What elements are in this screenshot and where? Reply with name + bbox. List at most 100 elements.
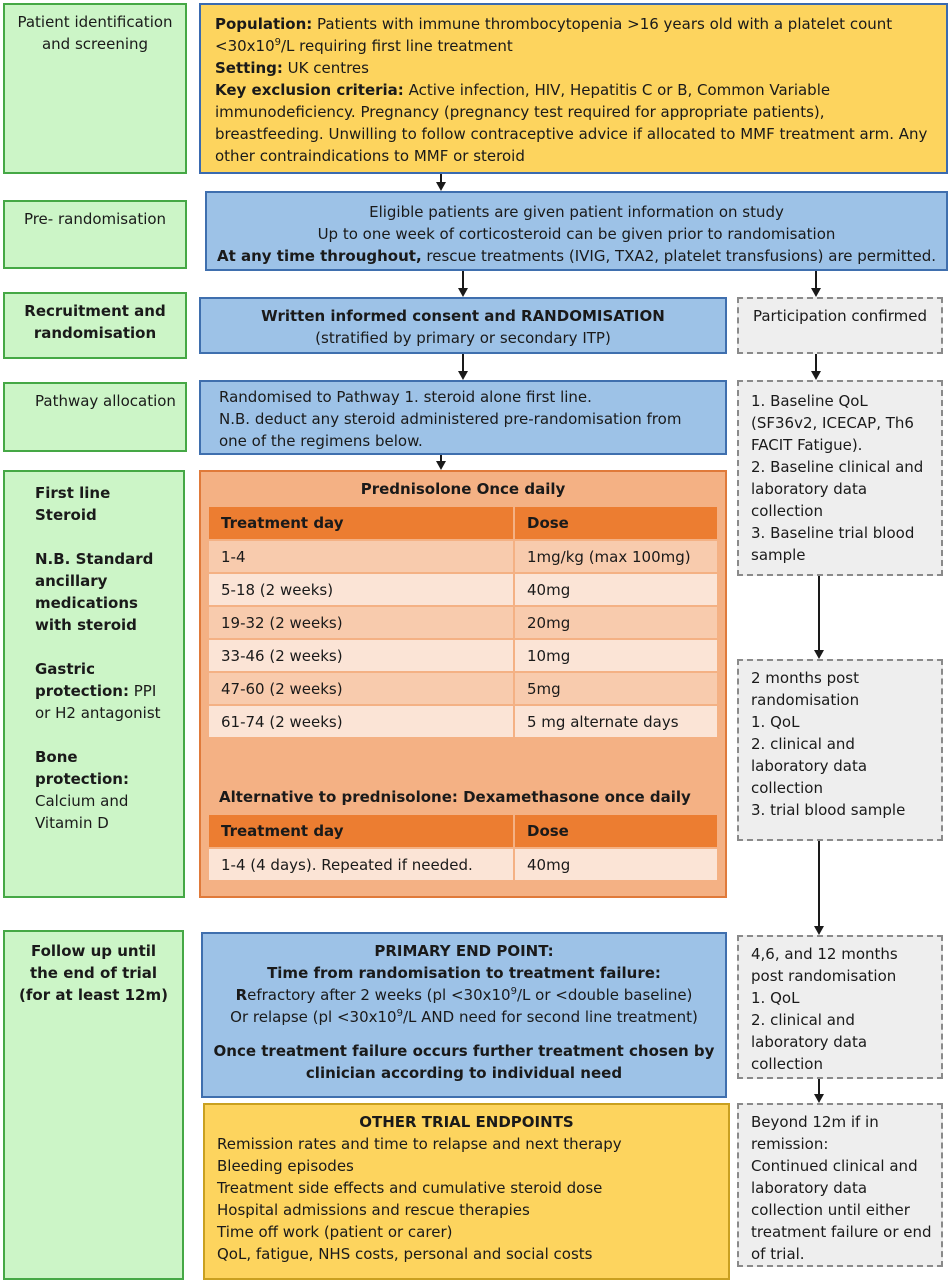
stage-recruitment-label: Recruitment and randomisation <box>24 302 166 342</box>
primary-title: PRIMARY END POINT: <box>374 942 554 960</box>
bone-protection: Bone protection:Calcium and Vitamin D <box>35 748 129 832</box>
pred-dose-cell: 5mg <box>513 671 719 706</box>
primary-refractory: Refractory after 2 weeks (pl <30x109/L o… <box>235 986 693 1004</box>
list-item: Time off work (patient or carer) <box>217 1223 453 1241</box>
prednisolone-table: Treatment day Dose 1-4 1mg/kg (max 100mg… <box>207 505 719 739</box>
primary-failure: Once treatment failure occurs further tr… <box>213 1042 715 1082</box>
dexa-col-dose: Dose <box>513 813 719 849</box>
stage-prerandomisation-label: Pre- randomisation <box>23 210 167 228</box>
dexamethasone-table: Treatment day Dose 1-4 (4 days). Repeate… <box>207 813 719 882</box>
later-item: 4,6, and 12 months post randomisation <box>751 945 898 985</box>
stage-screening-label: Patient identification and screening <box>17 13 173 53</box>
population-text: Population: Patients with immune thrombo… <box>215 15 893 55</box>
primary-sub: Time from randomisation to treatment fai… <box>267 964 661 982</box>
connector-line <box>818 1079 820 1094</box>
consent-sub: (stratified by primary or secondary ITP) <box>315 329 611 347</box>
arrow-down-icon <box>814 650 824 659</box>
pred-dose-cell: 10mg <box>513 638 719 673</box>
connector-line <box>440 455 442 461</box>
prerand-line3: At any time throughout, rescue treatment… <box>217 247 936 265</box>
arrow-down-icon <box>811 288 821 297</box>
baseline-item: 1. Baseline QoL (SF36v2, ICECAP, Th6 FAC… <box>751 392 914 454</box>
gastric-protection: Gastric protection: PPI or H2 antagonist <box>35 660 161 722</box>
later-followup-box: 4,6, and 12 months post randomisation 1.… <box>737 935 943 1079</box>
beyond-item: Beyond 12m if in remission: <box>751 1113 879 1153</box>
table-row: 33-46 (2 weeks) 10mg <box>207 638 719 673</box>
table-row: 61-74 (2 weeks) 5 mg alternate days <box>207 704 719 739</box>
stage-recruitment: Recruitment and randomisation <box>3 292 187 359</box>
pred-dose-cell: 1mg/kg (max 100mg) <box>513 539 719 574</box>
arrow-down-icon <box>814 926 824 935</box>
later-item: 2. clinical and laboratory data collecti… <box>751 1011 868 1073</box>
prerand-line2: Up to one week of corticosteroid can be … <box>317 225 836 243</box>
pred-dose-cell: 40mg <box>513 572 719 607</box>
beyond-item: Continued clinical and laboratory data c… <box>751 1157 932 1263</box>
list-item: Hospital admissions and rescue therapies <box>217 1201 530 1219</box>
arrow-down-icon <box>814 1094 824 1103</box>
pred-dose-cell: 20mg <box>513 605 719 640</box>
dexa-col-treatment-day: Treatment day <box>207 813 515 849</box>
connector-line <box>815 354 817 371</box>
prerand-line1: Eligible patients are given patient info… <box>369 203 784 221</box>
pred-day-cell: 61-74 (2 weeks) <box>207 704 515 739</box>
exclusion-text: Key exclusion criteria: Active infection… <box>215 81 928 165</box>
dexamethasone-title: Alternative to prednisolone: Dexamethaso… <box>219 788 691 806</box>
table-row: 1-4 (4 days). Repeated if needed. 40mg <box>207 847 719 882</box>
other-endpoints-box: OTHER TRIAL ENDPOINTS Remission rates an… <box>203 1103 730 1280</box>
connector-line <box>818 841 820 926</box>
table-row: 1-4 1mg/kg (max 100mg) <box>207 539 719 574</box>
connector-line <box>462 271 464 288</box>
baseline-item: 2. Baseline clinical and laboratory data… <box>751 458 924 520</box>
setting-text: Setting: UK centres <box>215 59 369 77</box>
consent-box: Written informed consent and RANDOMISATI… <box>199 297 727 354</box>
list-item: Treatment side effects and cumulative st… <box>217 1179 603 1197</box>
arrow-down-icon <box>436 461 446 470</box>
arrow-down-icon <box>458 371 468 380</box>
prednisolone-title: Prednisolone Once daily <box>360 480 566 498</box>
population-box: Population: Patients with immune thrombo… <box>199 3 948 174</box>
baseline-box: 1. Baseline QoL (SF36v2, ICECAP, Th6 FAC… <box>737 380 943 576</box>
two-months-item: 3. trial blood sample <box>751 801 906 819</box>
list-item: QoL, fatigue, NHS costs, personal and so… <box>217 1245 593 1263</box>
stage-followup: Follow up until the end of trial (for at… <box>3 930 184 1280</box>
stage-pathway-label: Pathway allocation <box>35 392 176 410</box>
two-months-box: 2 months post randomisation 1. QoL 2. cl… <box>737 659 943 841</box>
pred-day-cell: 19-32 (2 weeks) <box>207 605 515 640</box>
table-row: 5-18 (2 weeks) 40mg <box>207 572 719 607</box>
table-row: 19-32 (2 weeks) 20mg <box>207 605 719 640</box>
pathway-line1: Randomised to Pathway 1. steroid alone f… <box>219 388 592 406</box>
arrow-down-icon <box>436 182 446 191</box>
prerand-box: Eligible patients are given patient info… <box>205 191 948 271</box>
connector-line <box>818 576 820 650</box>
later-item: 1. QoL <box>751 989 800 1007</box>
arrow-down-icon <box>458 288 468 297</box>
two-months-item: 1. QoL <box>751 713 800 731</box>
connector-line <box>462 354 464 371</box>
pred-dose-cell: 5 mg alternate days <box>513 704 719 739</box>
table-row: 47-60 (2 weeks) 5mg <box>207 671 719 706</box>
ancillary-note: N.B. Standard ancillary medications with… <box>35 550 154 634</box>
dexa-dose-cell: 40mg <box>513 847 719 882</box>
list-item: Bleeding episodes <box>217 1157 354 1175</box>
primary-relapse: Or relapse (pl <30x109/L AND need for se… <box>230 1008 698 1026</box>
consent-title: Written informed consent and RANDOMISATI… <box>261 307 665 325</box>
primary-endpoint-box: PRIMARY END POINT: Time from randomisati… <box>201 932 727 1098</box>
connector-line <box>815 271 817 288</box>
pathway-box: Randomised to Pathway 1. steroid alone f… <box>199 380 727 455</box>
arrow-down-icon <box>811 371 821 380</box>
pathway-line2: N.B. deduct any steroid administered pre… <box>219 410 682 450</box>
stage-firstline: First line Steroid N.B. Standard ancilla… <box>3 470 185 898</box>
beyond-12m-box: Beyond 12m if in remission: Continued cl… <box>737 1103 943 1267</box>
participation-text: Participation confirmed <box>752 307 928 325</box>
two-months-item: 2. clinical and laboratory data collecti… <box>751 735 868 797</box>
firstline-title: First line Steroid <box>35 484 111 524</box>
pred-day-cell: 33-46 (2 weeks) <box>207 638 515 673</box>
pred-col-treatment-day: Treatment day <box>207 505 515 541</box>
pred-day-cell: 1-4 <box>207 539 515 574</box>
stage-screening: Patient identification and screening <box>3 3 187 174</box>
pred-day-cell: 5-18 (2 weeks) <box>207 572 515 607</box>
stage-pathway: Pathway allocation <box>3 382 187 452</box>
two-months-item: 2 months post randomisation <box>751 669 860 709</box>
pred-col-dose: Dose <box>513 505 719 541</box>
connector-line <box>440 174 442 183</box>
